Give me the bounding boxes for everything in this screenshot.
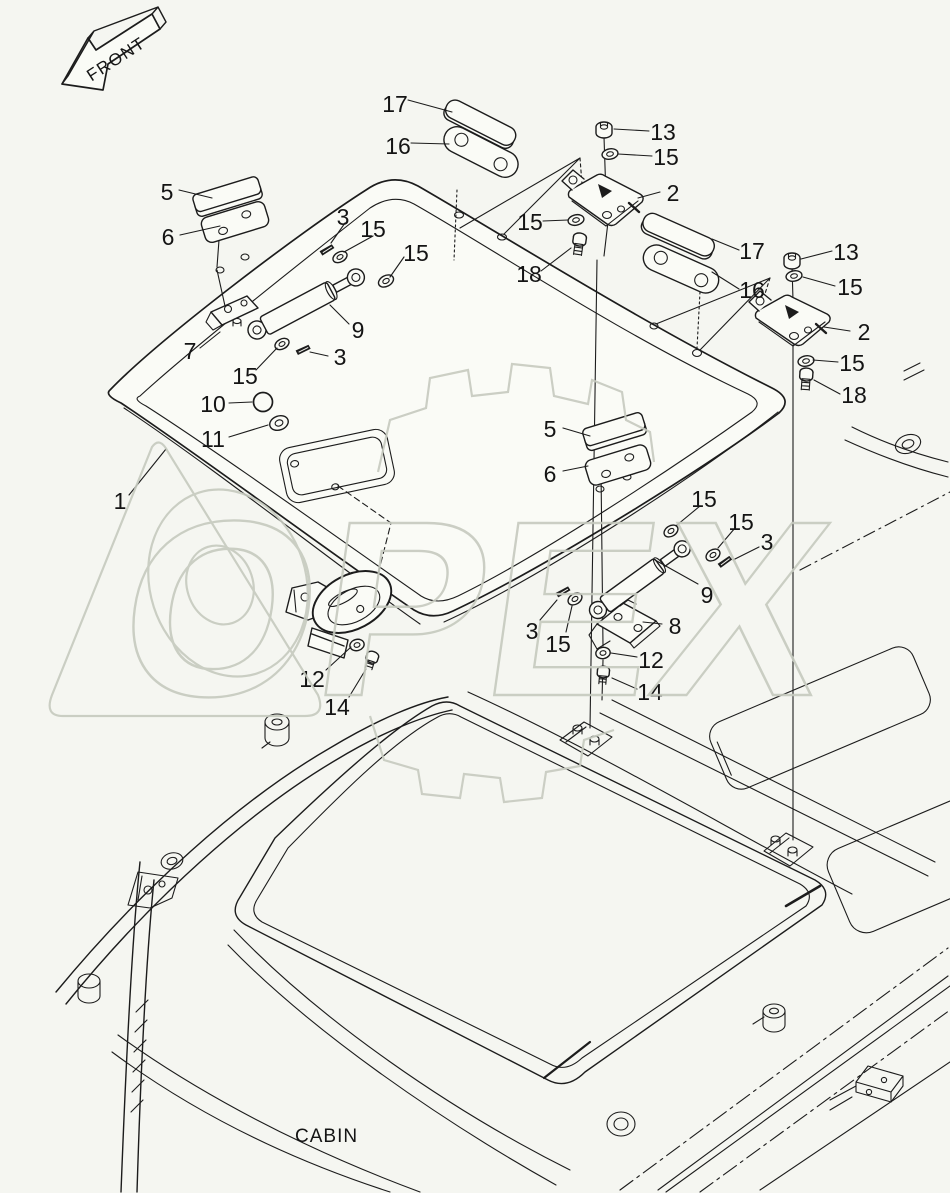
part-9-strut-left [247, 268, 366, 340]
callout-13-b: 13 [833, 239, 859, 265]
callout-15-h: 15 [691, 486, 717, 512]
part-7-bracket [205, 295, 259, 331]
roof-grommet-right [894, 433, 922, 455]
callout-17-a: 17 [382, 91, 408, 117]
part-16-strap-left [443, 126, 519, 178]
callout-18-a: 18 [516, 261, 542, 287]
watermark-gear-bottom [368, 715, 615, 804]
hardware-parts [192, 99, 831, 685]
callout-15-b: 15 [403, 240, 429, 266]
part-8-bracket [588, 599, 661, 650]
part-17-pad-right [640, 212, 716, 260]
part-16-strap-right [642, 244, 720, 294]
part-6-plate-right [584, 444, 652, 486]
part-3-pins [295, 244, 733, 598]
callout-6-a: 6 [162, 224, 175, 250]
callout-3-a: 3 [337, 204, 350, 230]
watermark-swoosh [48, 441, 322, 718]
boss-lower-right [752, 1003, 786, 1033]
callout-16-a: 16 [385, 133, 411, 159]
callout-6-b: 6 [544, 461, 557, 487]
front-arrow: FRONT [61, 6, 167, 91]
callout-15-i: 15 [728, 509, 754, 535]
callout-3-b: 3 [334, 344, 347, 370]
roof-hinge-right [763, 832, 814, 867]
cabin-drawing [55, 362, 950, 1193]
part-5-pad-left [192, 176, 263, 217]
callout-15-a: 15 [360, 216, 386, 242]
watermark-gear-top [376, 362, 656, 473]
rear-grommet [606, 1111, 636, 1137]
watermark-ring-outer [147, 488, 309, 678]
roof-panel-right-1 [709, 646, 931, 790]
part-18-bolts [572, 232, 814, 391]
callout-14-a: 14 [637, 679, 663, 705]
watermark-ring-inner [185, 544, 255, 626]
callout-15-d: 15 [517, 209, 543, 235]
callout-18-b: 18 [841, 382, 867, 408]
part-6-plate-left [200, 200, 270, 244]
callout-15-c: 15 [653, 144, 679, 170]
part-14-screws [364, 650, 611, 685]
rear-bracket [829, 1065, 904, 1111]
callout-15-e: 15 [837, 274, 863, 300]
callout-9-b: 9 [701, 582, 714, 608]
pillar-hatching [130, 999, 149, 1113]
hatch-panel [107, 179, 786, 625]
panel-handle-cutout [279, 428, 395, 504]
part-11-washer [269, 414, 289, 432]
part-15-washers [274, 147, 815, 606]
part-10-cap [252, 391, 274, 413]
boss-lower-left [77, 973, 101, 1004]
callout-1: 1 [114, 488, 127, 514]
pillar-grommet [160, 852, 184, 870]
cabin-caption: CABIN [295, 1126, 358, 1147]
panel-holes [215, 211, 703, 493]
pillar-bracket [127, 871, 179, 909]
callout-7: 7 [184, 338, 197, 364]
callout-labels: 17 16 5 6 3 15 15 13 15 2 15 18 17 16 13… [114, 91, 871, 720]
callout-10: 10 [200, 391, 226, 417]
callout-2-a: 2 [667, 180, 680, 206]
part-9-strut-right [588, 540, 691, 620]
leader-lines [128, 99, 851, 698]
watermark-text: OPEX [105, 470, 847, 749]
part-2-bracket-right [748, 290, 831, 347]
callout-9-a: 9 [352, 317, 365, 343]
callout-5-b: 5 [544, 416, 557, 442]
part-13-nuts [595, 121, 801, 270]
callout-15-f: 15 [839, 350, 865, 376]
callout-12-a: 12 [638, 647, 664, 673]
callout-11: 11 [201, 426, 225, 452]
opex-watermark: OPEX [48, 362, 848, 804]
part-4-handle [285, 570, 393, 659]
callout-8: 8 [669, 613, 682, 639]
callout-15-g: 15 [232, 363, 258, 389]
part-2-bracket-left [561, 169, 644, 227]
callout-3-d: 3 [526, 618, 539, 644]
callout-14-b: 14 [324, 694, 350, 720]
callout-16-b: 16 [739, 277, 765, 303]
part-12-washers [349, 638, 611, 660]
roof-panel-right-2 [826, 770, 950, 934]
callout-5-a: 5 [161, 179, 174, 205]
callout-13-a: 13 [650, 119, 676, 145]
callout-2-b: 2 [858, 319, 871, 345]
callout-17-b: 17 [739, 238, 765, 264]
callout-3-c: 3 [761, 529, 774, 555]
callout-15-j: 15 [545, 631, 571, 657]
